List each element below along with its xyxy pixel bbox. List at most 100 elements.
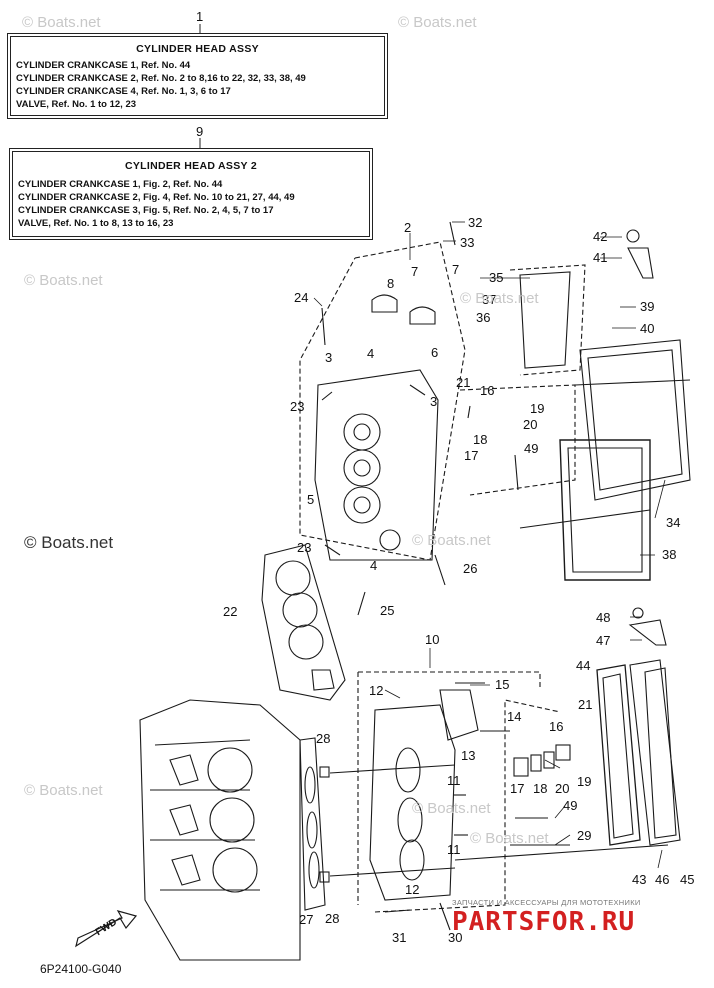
reference-box-2-line: CYLINDER CRANKCASE 3, Fig. 5, Ref. No. 2… [18,205,274,216]
callout-35: 35 [489,270,504,285]
callout-18: 18 [473,432,488,447]
stamp-logo: PARTSFOR.RU [452,907,636,937]
callout-20: 20 [555,781,570,796]
watermark: © Boats.net [470,830,549,847]
callout-37: 37 [482,292,497,307]
cylinder-block-drawing [139,699,301,961]
callout-3: 3 [430,394,438,409]
callout-33: 33 [460,235,475,250]
callout-12: 12 [369,683,384,698]
watermark: © Boats.net [398,14,477,31]
callout-6: 6 [431,345,439,360]
reference-box-1-line: CYLINDER CRANKCASE 4, Ref. No. 1, 3, 6 t… [16,86,231,97]
reference-box-2-title: CYLINDER HEAD ASSY 2 [124,160,258,172]
reference-box-1-line: CYLINDER CRANKCASE 1, Ref. No. 44 [16,60,191,71]
callout-49: 49 [524,441,539,456]
watermark: © Boats.net [24,272,103,289]
callout-31: 31 [392,930,407,945]
reference-box-1-title: CYLINDER HEAD ASSY [136,43,259,55]
reference-box-1-line: CYLINDER CRANKCASE 2, Ref. No. 2 to 8,16… [16,73,306,84]
callout-24: 24 [294,290,309,305]
callout-7: 7 [411,264,419,279]
stamp-subtitle: ЗАПЧАСТИ И АКСЕССУАРЫ ДЛЯ МОТОТЕХНИКИ [452,898,641,907]
callout-43: 43 [632,872,647,887]
upper-cover-gaskets [519,271,691,581]
callout-7: 7 [452,262,460,277]
callout-14: 14 [507,709,522,724]
upper-brackets [626,229,654,279]
callout-42: 42 [593,229,608,244]
reference-box-2-line: VALVE, Ref. No. 1 to 8, 13 to 16, 23 [18,218,174,229]
callout-25: 25 [380,603,395,618]
callout-39: 39 [640,299,655,314]
callout-28: 28 [325,911,340,926]
callout-17: 17 [464,448,479,463]
reference-box-2-line: CYLINDER CRANKCASE 2, Fig. 4, Ref. No. 1… [18,192,295,203]
ref-number-9: 9 [196,124,204,139]
lower-covers [329,607,681,877]
callout-44: 44 [576,658,591,673]
head-gasket-drawing [261,544,346,701]
lower-small-parts [319,682,571,931]
lower-group-outline [357,671,561,913]
callout-29: 29 [577,828,592,843]
watermark: © Boats.net [22,14,101,31]
callout-16: 16 [480,383,495,398]
callout-4: 4 [367,346,375,361]
callout-19: 19 [530,401,545,416]
watermark: © Boats.net [412,800,491,817]
watermark: © Boats.net [460,290,539,307]
callout-49: 49 [563,798,578,813]
callout-41: 41 [593,250,608,265]
callout-40: 40 [640,321,655,336]
callout-19: 19 [577,774,592,789]
callout-36: 36 [476,310,491,325]
upper-cylinder-head-drawing [314,369,439,561]
upper-bolts [321,221,519,616]
callout-48: 48 [596,610,611,625]
callout-47: 47 [596,633,611,648]
reference-box-2-line: CYLINDER CRANKCASE 1, Fig. 2, Ref. No. 4… [18,179,223,190]
callout-18: 18 [533,781,548,796]
watermark: © Boats.net [24,782,103,799]
callout-8: 8 [387,276,395,291]
callout-12: 12 [405,882,420,897]
callout-3: 3 [325,350,333,365]
callout-38: 38 [662,547,677,562]
callout-26: 26 [463,561,478,576]
callout-32: 32 [468,215,483,230]
callout-34: 34 [666,515,681,530]
callout-23: 23 [290,399,305,414]
callout-22: 22 [223,604,238,619]
callout-10: 10 [425,632,440,647]
lower-cylinder-head-drawing [369,689,479,901]
reference-box-2: CYLINDER HEAD ASSY 2 CYLINDER CRANKCASE … [9,148,373,240]
callout-16: 16 [549,719,564,734]
diagram-code: 6P24100-G040 [40,962,122,976]
callout-20: 20 [523,417,538,432]
fwd-arrow [75,910,138,948]
boats-net-logo: © Boats.net [24,533,114,552]
ref-number-1: 1 [196,9,204,24]
callout-leaders [313,221,666,869]
callout-21: 21 [456,375,471,390]
callout-5: 5 [307,492,315,507]
callout-13: 13 [461,748,476,763]
callout-23: 23 [297,540,312,555]
callout-30: 30 [448,930,463,945]
callout-11: 11 [447,842,461,857]
callout-4: 4 [370,558,378,573]
callout-27: 27 [299,912,314,927]
callout-15: 15 [495,677,510,692]
callout-45: 45 [680,872,695,887]
reference-box-1-line: VALVE, Ref. No. 1 to 12, 23 [16,99,137,110]
callout-11: 11 [447,773,461,788]
watermark: © Boats.net [412,532,491,549]
callout-2: 2 [404,220,412,235]
callout-21: 21 [578,697,593,712]
callout-17: 17 [510,781,525,796]
lower-head-gasket [299,737,326,911]
